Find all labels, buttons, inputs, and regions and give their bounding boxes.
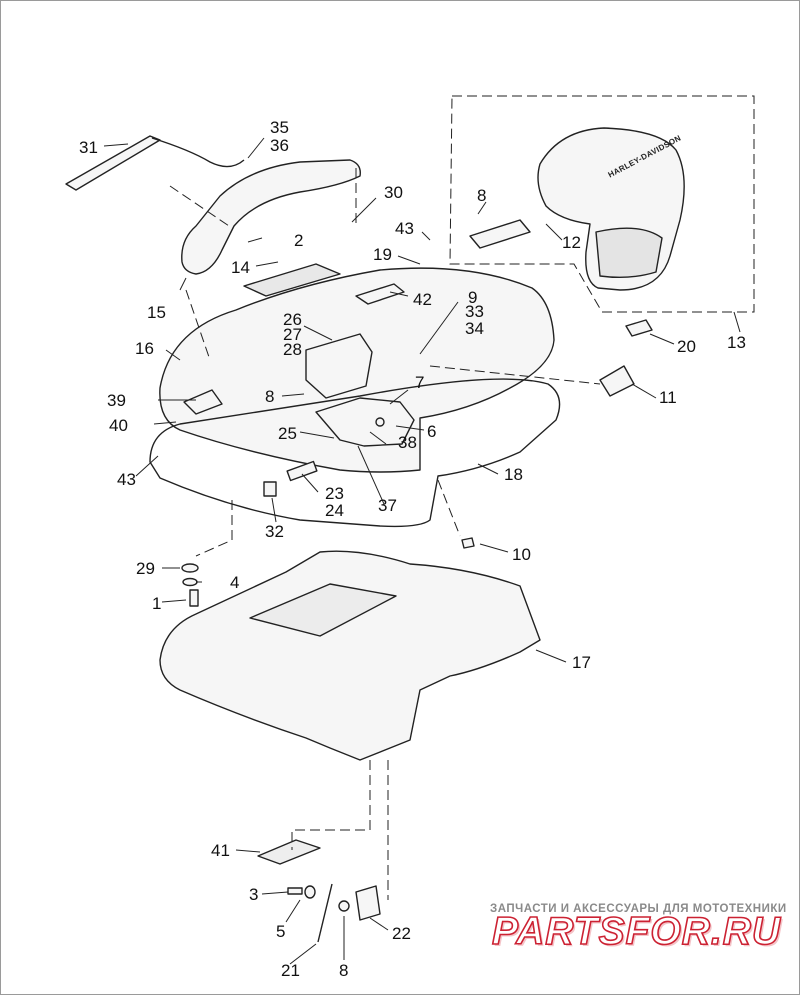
backrest-pad	[595, 227, 663, 279]
lid-handle	[181, 159, 361, 275]
callout-20: 20	[677, 337, 696, 356]
screw-23	[286, 460, 318, 482]
callout-19: 19	[373, 245, 392, 264]
washer-4	[182, 577, 198, 587]
callout-40: 40	[109, 416, 128, 435]
callout-33: 33	[465, 302, 484, 321]
callout-26: 26	[283, 310, 302, 329]
callout-34: 34	[465, 319, 484, 338]
watermark-subtitle: ЗАПЧАСТИ И АКСЕССУАРЫ ДЛЯ МОТОТЕХНИКИ	[490, 903, 787, 915]
lock-plate	[315, 397, 415, 447]
callout-30: 30	[384, 183, 403, 202]
callout-38: 38	[398, 433, 417, 452]
callout-8-mid: 8	[265, 387, 275, 406]
rack-wire	[151, 137, 245, 168]
washer-29	[181, 563, 199, 573]
watermark-logo: PARTSFOR.RU	[491, 909, 782, 954]
pad-41	[257, 839, 321, 865]
callout-15: 15	[147, 303, 166, 322]
callout-12: 12	[562, 233, 581, 252]
bracket-22	[355, 885, 381, 921]
washer-6	[375, 417, 385, 427]
callout-17: 17	[572, 653, 591, 672]
latch-39	[183, 389, 223, 415]
rod-21	[317, 883, 333, 943]
bolt-3	[287, 887, 303, 895]
callout-27: 27	[283, 325, 302, 344]
plate-11	[599, 365, 635, 397]
callout-25: 25	[278, 424, 297, 443]
callout-39: 39	[107, 391, 126, 410]
callout-9: 9	[468, 288, 478, 307]
callout-3: 3	[249, 885, 259, 904]
callout-35: 35	[270, 118, 289, 137]
callout-43-left: 43	[117, 470, 136, 489]
seal-18	[149, 378, 561, 528]
callout-10: 10	[512, 545, 531, 564]
callout-29: 29	[136, 559, 155, 578]
callout-32: 32	[265, 522, 284, 541]
backrest-mount	[469, 219, 531, 249]
callout-22: 22	[392, 924, 411, 943]
decal-14	[243, 263, 341, 297]
callout-42: 42	[413, 290, 432, 309]
callout-24: 24	[325, 501, 344, 520]
callout-2: 2	[294, 231, 304, 250]
callout-5: 5	[276, 922, 286, 941]
callout-43-top: 43	[395, 219, 414, 238]
callout-14: 14	[231, 258, 250, 277]
callout-31: 31	[79, 138, 98, 157]
backrest-group-boundary	[449, 95, 755, 313]
callout-41: 41	[211, 841, 230, 860]
base-floor-panel	[249, 583, 397, 637]
nut-8c	[338, 900, 350, 912]
callout-6: 6	[427, 422, 437, 441]
callout-8-bottom: 8	[339, 961, 349, 980]
plate-20	[625, 319, 653, 337]
callout-21: 21	[281, 961, 300, 980]
base-17	[159, 550, 541, 761]
callout-11: 11	[659, 388, 677, 407]
callout-8-top: 8	[477, 186, 487, 205]
washer-5	[304, 885, 316, 899]
callout-16: 16	[135, 339, 154, 358]
callout-23: 23	[325, 484, 344, 503]
callout-18: 18	[504, 465, 523, 484]
callout-28: 28	[283, 340, 302, 359]
latch-42	[355, 283, 405, 305]
hinge-block	[305, 333, 373, 399]
callout-13: 13	[727, 333, 746, 352]
clip-10	[461, 537, 475, 549]
callout-37: 37	[378, 496, 397, 515]
screw-1	[189, 589, 199, 607]
callout-36: 36	[270, 136, 289, 155]
callout-1: 1	[152, 594, 162, 613]
callout-4-top: 4	[230, 573, 240, 592]
bolt-32	[263, 481, 277, 497]
callout-7: 7	[415, 373, 425, 392]
